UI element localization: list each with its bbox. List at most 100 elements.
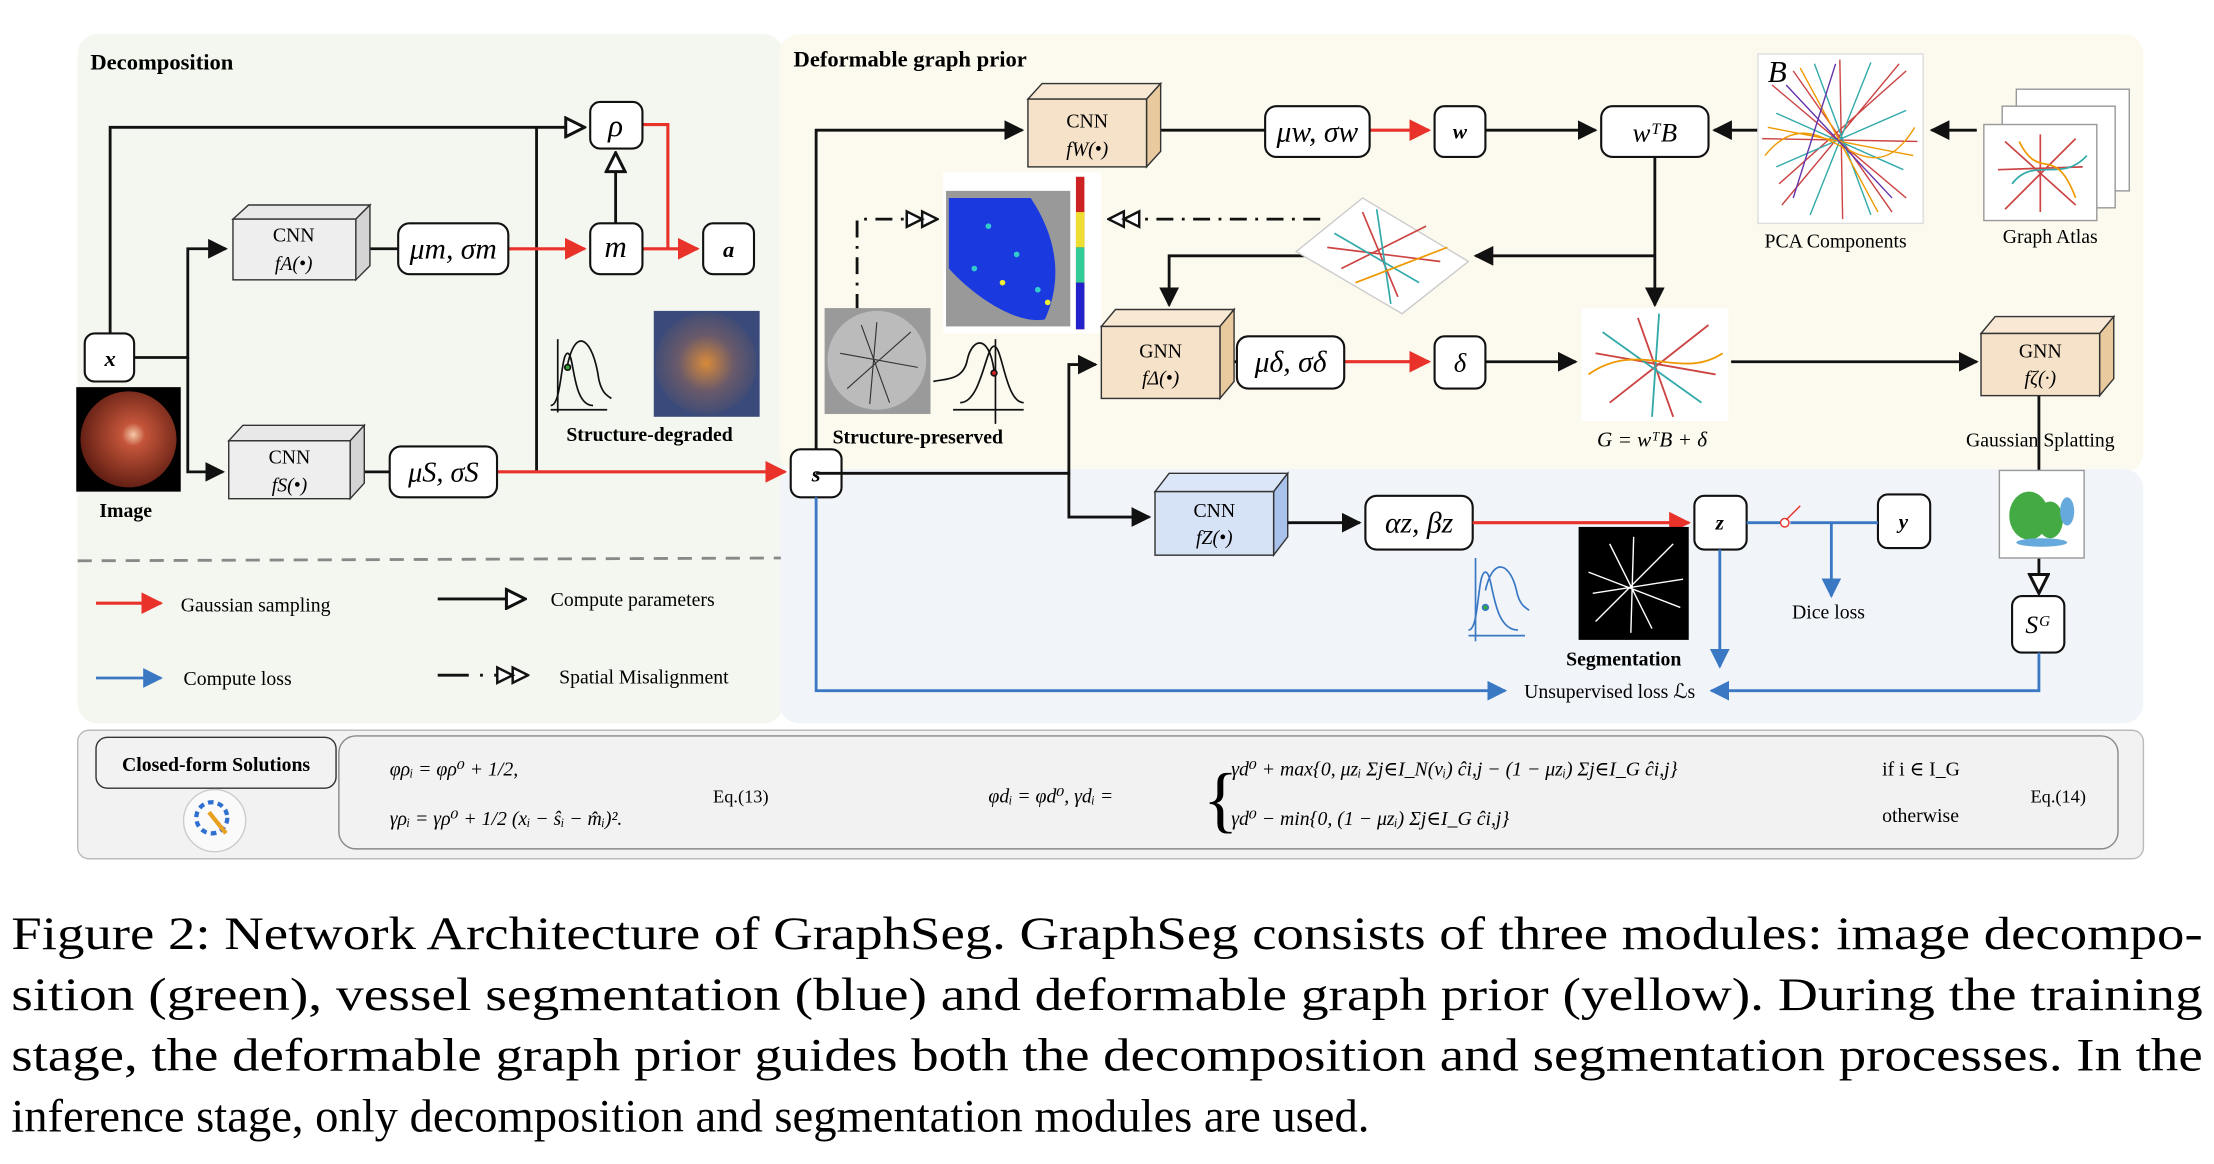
dice-loss-label: Dice loss — [1792, 602, 1865, 624]
graph-atlas-label: Graph Atlas — [2003, 226, 2098, 248]
node-mu-m: μm, σm — [397, 222, 510, 276]
svg-text:a: a — [723, 237, 734, 262]
gnn-fdelta-block: GNN fΔ(•) — [1099, 307, 1236, 401]
segmentation-label: Segmentation — [1566, 648, 1681, 670]
node-delta: δ — [1433, 335, 1487, 390]
legend-compute-loss: Compute loss — [184, 668, 292, 690]
equation-13: φρᵢ = φρ⁰ + 1/2, γρᵢ = γρ⁰ + 1/2 (xᵢ − ŝ… — [390, 758, 769, 829]
gaussian-curve-seg-icon — [1468, 557, 1530, 642]
gaussian-curve-preserved-icon — [933, 339, 1024, 424]
svg-text:{: { — [1203, 758, 1238, 839]
image-label: Image — [99, 500, 152, 522]
segmentation-image — [1578, 526, 1689, 640]
structure-preserved-image — [824, 308, 931, 414]
svg-text:γρᵢ = γρ⁰ + 1/2 (xᵢ − ŝᵢ − m̂ᵢ: γρᵢ = γρ⁰ + 1/2 (xᵢ − ŝᵢ − m̂ᵢ)². — [390, 808, 623, 830]
svg-text:Sᴳ: Sᴳ — [2025, 611, 2050, 639]
graph-atlas-image — [1983, 88, 2130, 222]
node-wtb: wᵀB — [1600, 105, 1710, 159]
node-m: m — [589, 222, 644, 276]
closed-form-solutions-badge: Closed-form Solutions — [95, 736, 337, 789]
svg-text:fS(•): fS(•) — [272, 475, 307, 497]
figure-caption: Figure 2: Network Architecture of GraphS… — [11, 908, 2202, 1142]
node-mu-delta: μδ, σδ — [1235, 335, 1346, 390]
legend-compute-parameters: Compute parameters — [551, 589, 715, 611]
svg-text:fA(•): fA(•) — [275, 253, 313, 275]
node-mu-w: μw, σw — [1264, 105, 1371, 159]
equation-14: φdᵢ = φd⁰, γdᵢ = { γd⁰ + max{0, μzᵢ Σj∈I… — [988, 758, 2086, 839]
svg-text:φdᵢ = φd⁰, γdᵢ =: φdᵢ = φd⁰, γdᵢ = — [988, 785, 1113, 807]
svg-text:μδ, σδ: μδ, σδ — [1254, 347, 1328, 379]
node-x: x — [83, 332, 136, 383]
svg-text:fζ(·): fζ(·) — [2025, 367, 2057, 389]
node-a: a — [702, 222, 756, 276]
svg-text:B: B — [1768, 54, 1787, 89]
svg-text:δ: δ — [1454, 348, 1467, 378]
svg-text:GNN: GNN — [1139, 340, 1182, 362]
cnn-fs-block: CNN fS(•) — [227, 423, 366, 501]
unsupervised-loss-label: Unsupervised loss ℒs — [1524, 681, 1695, 703]
gaussian-splat-image — [1998, 469, 2085, 559]
node-y: y — [1876, 493, 1932, 550]
svg-text:γd⁰ − min{0, (1 − μzᵢ) Σj∈I_G: γd⁰ − min{0, (1 − μzᵢ) Σj∈I_G ĉi,j} — [1231, 808, 1509, 830]
svg-text:m: m — [604, 229, 626, 264]
svg-text:wᵀB: wᵀB — [1633, 117, 1678, 147]
pca-components-label: PCA Components — [1765, 230, 1907, 252]
svg-text:s: s — [811, 462, 821, 487]
svg-text:Eq.(13): Eq.(13) — [713, 786, 769, 807]
svg-text:CNN: CNN — [273, 225, 315, 247]
svg-text:x: x — [103, 346, 115, 371]
svg-text:fW(•): fW(•) — [1066, 139, 1108, 161]
svg-text:Figure 2: Network Architecture: Figure 2: Network Architecture of GraphS… — [11, 908, 2202, 960]
svg-text:w: w — [1453, 120, 1468, 144]
node-sg: Sᴳ — [2011, 595, 2066, 654]
svg-text:y: y — [1896, 509, 1909, 533]
node-mu-s: μS, σS — [388, 445, 499, 499]
segmentation-panel — [779, 469, 2144, 724]
svg-text:GNN: GNN — [2019, 340, 2062, 362]
node-w: w — [1433, 105, 1487, 159]
bias-field-heatmap-image — [943, 172, 1102, 334]
svg-text:μw, σw: μw, σw — [1276, 116, 1359, 148]
deformed-graph-image — [1294, 197, 1470, 315]
svg-text:fΔ(•): fΔ(•) — [1142, 367, 1179, 389]
svg-text:stage, the deformable graph pr: stage, the deformable graph prior guides… — [11, 1030, 2202, 1082]
svg-text:fZ(•): fZ(•) — [1196, 527, 1233, 549]
svg-text:inference stage, only decompos: inference stage, only decomposition and … — [11, 1090, 1369, 1142]
legend-divider — [77, 556, 781, 563]
node-alpha-beta: αz, βz — [1364, 494, 1474, 551]
svg-text:γd⁰ + max{0, μzᵢ Σj∈I_N(vᵢ) ĉi: γd⁰ + max{0, μzᵢ Σj∈I_N(vᵢ) ĉi,j − (1 − … — [1231, 758, 1677, 780]
pca-components-image: B — [1757, 53, 1924, 225]
deformed-graph-g-image — [1581, 308, 1729, 422]
gnn-fzeta-block: GNN fζ(·) — [1979, 314, 2116, 398]
node-z: z — [1693, 494, 1748, 551]
cnn-fa-block: CNN fA(•) — [231, 203, 372, 282]
svg-text:μS, σS: μS, σS — [407, 458, 478, 489]
svg-text:αz, βz: αz, βz — [1385, 508, 1454, 540]
cnn-fz-block: CNN fZ(•) — [1153, 471, 1290, 558]
structure-preserved-label: Structure-preserved — [833, 427, 1003, 449]
svg-text:φρᵢ = φρ⁰ + 1/2,: φρᵢ = φρ⁰ + 1/2, — [390, 758, 518, 780]
switch-icon — [1746, 505, 1878, 528]
gear-wrench-icon — [182, 788, 247, 853]
structure-degraded-image — [653, 310, 760, 417]
svg-text:CNN: CNN — [1066, 110, 1108, 132]
decomposition-title: Decomposition — [90, 49, 233, 74]
legend-gaussian-sampling: Gaussian sampling — [181, 595, 331, 617]
legend-spatial-misalignment: Spatial Misalignment — [559, 667, 729, 689]
gaussian-curve-icon — [550, 339, 612, 413]
equations-box — [338, 735, 2119, 850]
svg-text:CNN: CNN — [269, 446, 311, 468]
svg-text:sition (green), vessel segment: sition (green), vessel segmentation (blu… — [11, 969, 2202, 1021]
svg-text:Eq.(14): Eq.(14) — [2030, 786, 2086, 807]
svg-text:if i ∈ I_G: if i ∈ I_G — [1882, 758, 1960, 780]
fundus-image — [76, 387, 181, 492]
structure-degraded-label: Structure-degraded — [566, 424, 732, 446]
graph-prior-title: Deformable graph prior — [794, 47, 1027, 72]
svg-text:ρ: ρ — [607, 108, 623, 143]
legend: Gaussian sampling Compute parameters Com… — [96, 589, 729, 690]
svg-text:CNN: CNN — [1193, 500, 1235, 522]
gaussian-splatting-label: Gaussian Splatting — [1966, 429, 2115, 451]
svg-text:otherwise: otherwise — [1882, 805, 1959, 827]
svg-text:Closed-form Solutions: Closed-form Solutions — [122, 754, 310, 776]
